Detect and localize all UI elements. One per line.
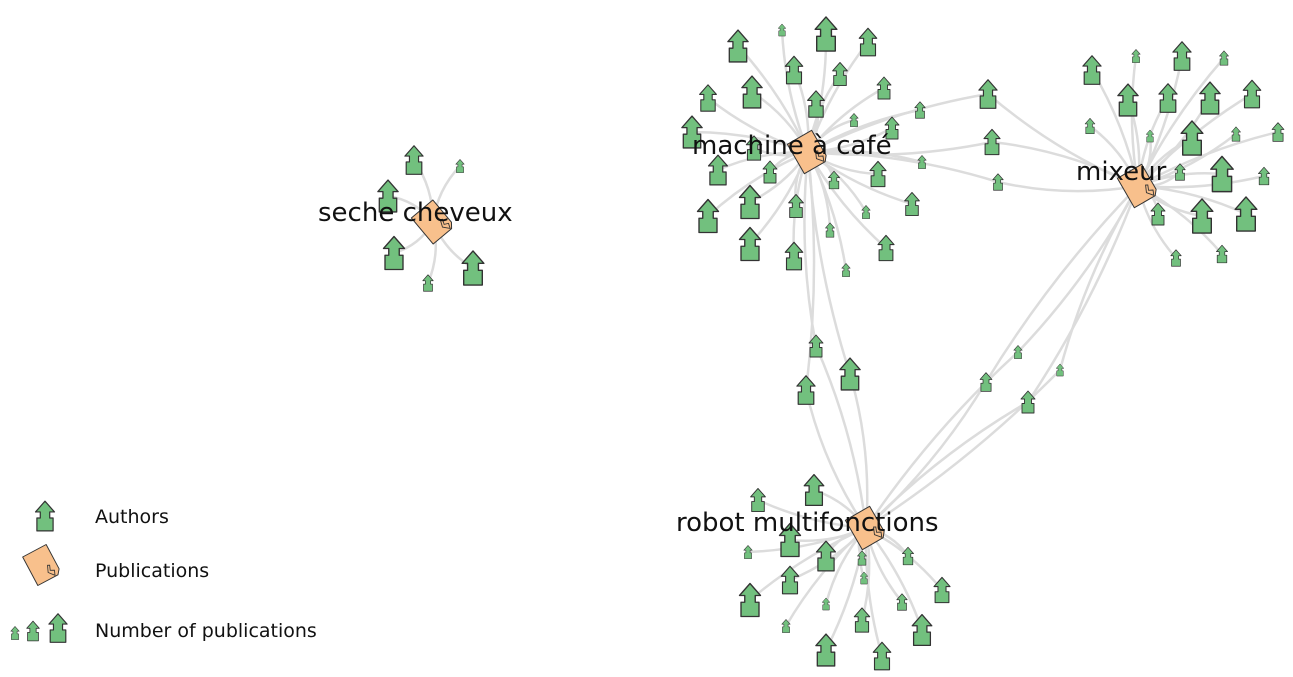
- author-node: [1084, 117, 1096, 135]
- author-node: [1131, 49, 1141, 63]
- author-node: [741, 75, 763, 109]
- legend-author-icon: [34, 500, 56, 532]
- author-node: [828, 170, 840, 190]
- author-node: [815, 633, 837, 667]
- legend-authors-label: Authors: [95, 506, 169, 528]
- author-node: [762, 160, 778, 184]
- legend-count-label: Number of publications: [95, 620, 317, 642]
- edge-robot-78: [814, 344, 868, 530]
- label-mixeur: mixeur: [1076, 157, 1167, 187]
- author-node: [839, 357, 861, 391]
- author-node: [877, 234, 895, 262]
- edge-robot-64: [748, 526, 868, 602]
- author-node: [933, 576, 951, 604]
- author-node: [455, 159, 465, 173]
- legend-publications-label: Publications: [95, 560, 209, 582]
- author-node: [825, 222, 835, 238]
- author-nodes: [377, 16, 1285, 671]
- author-node: [814, 16, 838, 52]
- label-machine-a-cafe: machine à café: [692, 131, 892, 161]
- edge-cafe-75: [806, 92, 990, 154]
- label-seche-cheveux: seche cheveux: [318, 198, 513, 228]
- author-node: [1150, 202, 1166, 226]
- author-node: [382, 235, 406, 271]
- author-node: [821, 597, 831, 611]
- author-node: [404, 145, 424, 175]
- edge-mixeur-77: [996, 180, 1140, 193]
- edge-cafe-80: [806, 150, 852, 376]
- edge-mixeur-47: [1136, 130, 1280, 188]
- edge-mixeur-81: [1016, 184, 1140, 354]
- author-node: [796, 375, 816, 405]
- author-node: [1199, 81, 1221, 115]
- author-node: [1231, 126, 1241, 142]
- edge-robot-79: [804, 388, 868, 530]
- author-node: [738, 226, 762, 262]
- edge-cafe-77: [806, 150, 1000, 184]
- legend-small-author-icon: [10, 626, 20, 640]
- edge-robot-84: [864, 368, 1062, 530]
- author-node: [872, 641, 892, 671]
- author-node: [780, 565, 800, 595]
- author-node: [853, 607, 871, 633]
- author-node: [784, 241, 804, 271]
- edge-robot-83: [864, 400, 1030, 530]
- author-node: [1172, 41, 1192, 71]
- author-node: [1117, 83, 1139, 117]
- author-node: [904, 191, 920, 217]
- author-node: [858, 27, 878, 57]
- author-node: [422, 274, 434, 292]
- edge-mixeur-83: [1026, 184, 1140, 404]
- author-node: [777, 23, 787, 37]
- author-node: [461, 250, 485, 286]
- author-node: [788, 193, 804, 219]
- publication-nodes: [410, 129, 1160, 551]
- author-node: [1055, 363, 1065, 377]
- author-node: [911, 613, 933, 647]
- edge-mixeur-82: [984, 184, 1140, 384]
- author-node: [727, 29, 749, 63]
- label-robot-multifonctions: robot multifonctions: [676, 508, 939, 538]
- publication-labels: seche cheveux machine à café mixeur robo…: [318, 131, 1167, 538]
- author-node: [1234, 196, 1258, 232]
- author-node: [738, 582, 762, 618]
- author-node: [841, 263, 851, 277]
- edge-mixeur-84: [1058, 184, 1140, 372]
- edge-robot-81: [864, 350, 1020, 530]
- author-node: [696, 198, 720, 234]
- author-node: [1219, 50, 1229, 66]
- author-node: [738, 184, 762, 220]
- author-node: [1190, 198, 1214, 234]
- author-node: [803, 473, 825, 507]
- legend-large-author-icon: [48, 613, 68, 643]
- author-node: [699, 84, 717, 112]
- legend-publication-icon: [22, 544, 62, 586]
- author-node: [784, 55, 804, 85]
- author-node: [1082, 55, 1102, 85]
- author-node: [1242, 79, 1262, 109]
- legend-medium-author-icon: [26, 620, 40, 642]
- author-node: [876, 76, 892, 100]
- legend: Authors Publications Number of publicati…: [10, 500, 317, 643]
